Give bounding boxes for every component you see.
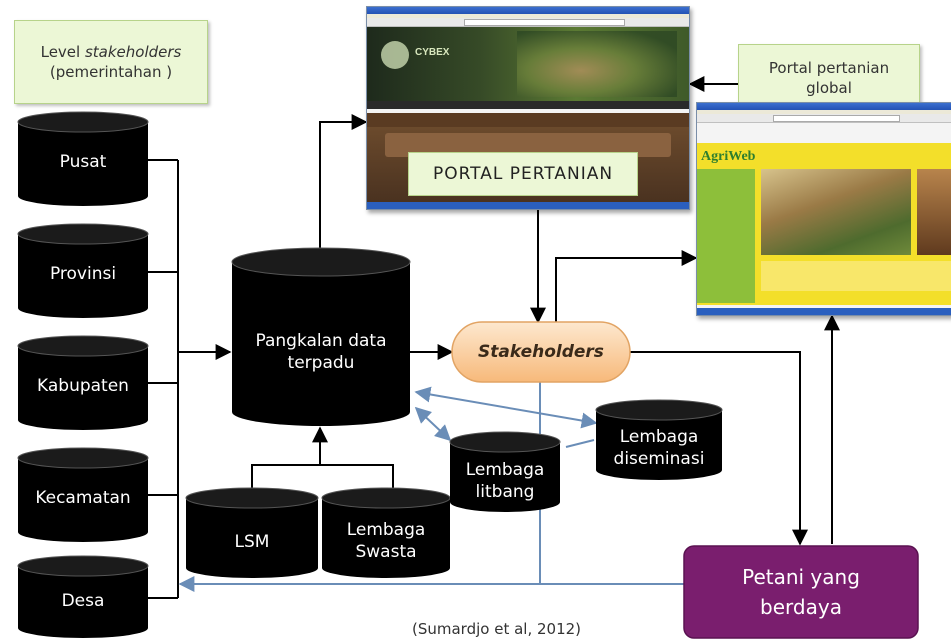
stakeholders-node	[451, 321, 631, 383]
label-farmers-line2: berdaya	[760, 595, 842, 619]
portal-logo-circle	[381, 41, 409, 69]
global-window-titlebar	[697, 103, 951, 110]
portal-header-banner: CYBEX	[367, 27, 689, 101]
cylinder-lembaga-diseminasi	[595, 399, 723, 480]
portal-brand: CYBEX	[415, 47, 450, 58]
global-portal-note: Portal pertanian global	[738, 44, 920, 112]
portal-window-menubar	[367, 14, 689, 18]
link-database-litbang	[414, 406, 452, 442]
farmers-node	[683, 545, 919, 639]
label-provinsi: Provinsi	[49, 264, 117, 284]
portal-window-titlebar	[367, 7, 689, 14]
global-portal-line2: global	[806, 79, 852, 97]
cylinder-kecamatan	[17, 447, 149, 542]
global-page: AgriWeb	[697, 143, 951, 305]
cylinder-lembaga-swasta	[321, 487, 451, 578]
label-database-line1: Pangkalan data	[255, 331, 387, 351]
global-window-menubar	[697, 110, 951, 114]
cylinder-lsm	[185, 487, 319, 578]
global-hero-photo	[761, 169, 911, 255]
global-portal-line1: Portal pertanian	[768, 59, 890, 77]
arrow-institutions-to-database	[251, 428, 394, 490]
label-desa: Desa	[61, 591, 105, 611]
global-brand: AgriWeb	[701, 149, 756, 164]
cylinder-lembaga-litbang	[449, 431, 561, 512]
cylinder-pusat	[17, 111, 149, 206]
link-litbang-diseminasi	[565, 439, 595, 448]
label-database-line2: terpadu	[287, 353, 355, 373]
label-lsm: LSM	[234, 532, 270, 552]
label-lembaga-litbang: Lembaga litbang	[450, 452, 560, 510]
link-database-diseminasi	[414, 386, 598, 429]
cylinder-desa	[17, 555, 149, 638]
global-lower-strip	[761, 261, 951, 291]
cylinder-kabupaten	[17, 335, 149, 430]
label-lembaga-swasta-line2: Swasta	[355, 542, 417, 562]
cylinder-provinsi	[17, 223, 149, 318]
arrow-database-to-portal	[319, 114, 368, 250]
label-lembaga-diseminasi: Lembaga diseminasi	[596, 420, 722, 476]
label-lembaga-diseminasi-line2: diseminasi	[613, 449, 705, 469]
label-farmers: Petani yang berdaya	[684, 546, 918, 638]
cylinder-database	[231, 247, 411, 426]
label-lembaga-litbang-line1: Lembaga	[465, 460, 545, 480]
stakeholder-level-prefix: Level	[40, 43, 85, 61]
arrow-stakeholders-to-global-portal	[555, 250, 698, 322]
stakeholder-level-line2: (pemerintahan )	[49, 63, 173, 81]
global-sidebar	[697, 169, 755, 303]
label-kecamatan: Kecamatan	[35, 488, 131, 508]
label-kabupaten: Kabupaten	[37, 376, 129, 396]
global-taskbar	[697, 308, 951, 315]
arrow-stakeholders-to-farmers	[630, 351, 808, 546]
global-side-photo	[917, 169, 951, 255]
stakeholder-level-line1: Level stakeholders	[41, 42, 182, 62]
label-farmers-line1: Petani yang	[742, 565, 860, 589]
portal-banner-photo	[517, 31, 677, 97]
label-lembaga-litbang-line2: litbang	[475, 482, 535, 502]
label-lembaga-swasta-line1: Lembaga	[346, 520, 426, 540]
portal-address-bar	[367, 18, 689, 27]
label-lembaga-swasta: Lembaga Swasta	[322, 510, 450, 572]
portal-menu-strip	[367, 113, 689, 127]
global-address-bar	[697, 114, 951, 123]
citation: (Sumardjo et al, 2012)	[412, 620, 582, 638]
label-stakeholders: Stakeholders	[478, 342, 604, 362]
stakeholder-level-note: Level stakeholders (pemerintahan )	[14, 20, 208, 104]
stakeholder-level-emphasis: stakeholders	[84, 43, 182, 61]
label-database: Pangkalan data terpadu	[232, 320, 410, 384]
global-portal-screenshot: AgriWeb	[696, 102, 951, 316]
label-lembaga-diseminasi-line1: Lembaga	[619, 427, 699, 447]
portal-nav-strip	[367, 101, 689, 109]
portal-pertanian-label: PORTAL PERTANIAN	[408, 152, 638, 196]
portal-taskbar	[367, 202, 689, 209]
label-pusat: Pusat	[59, 152, 107, 172]
